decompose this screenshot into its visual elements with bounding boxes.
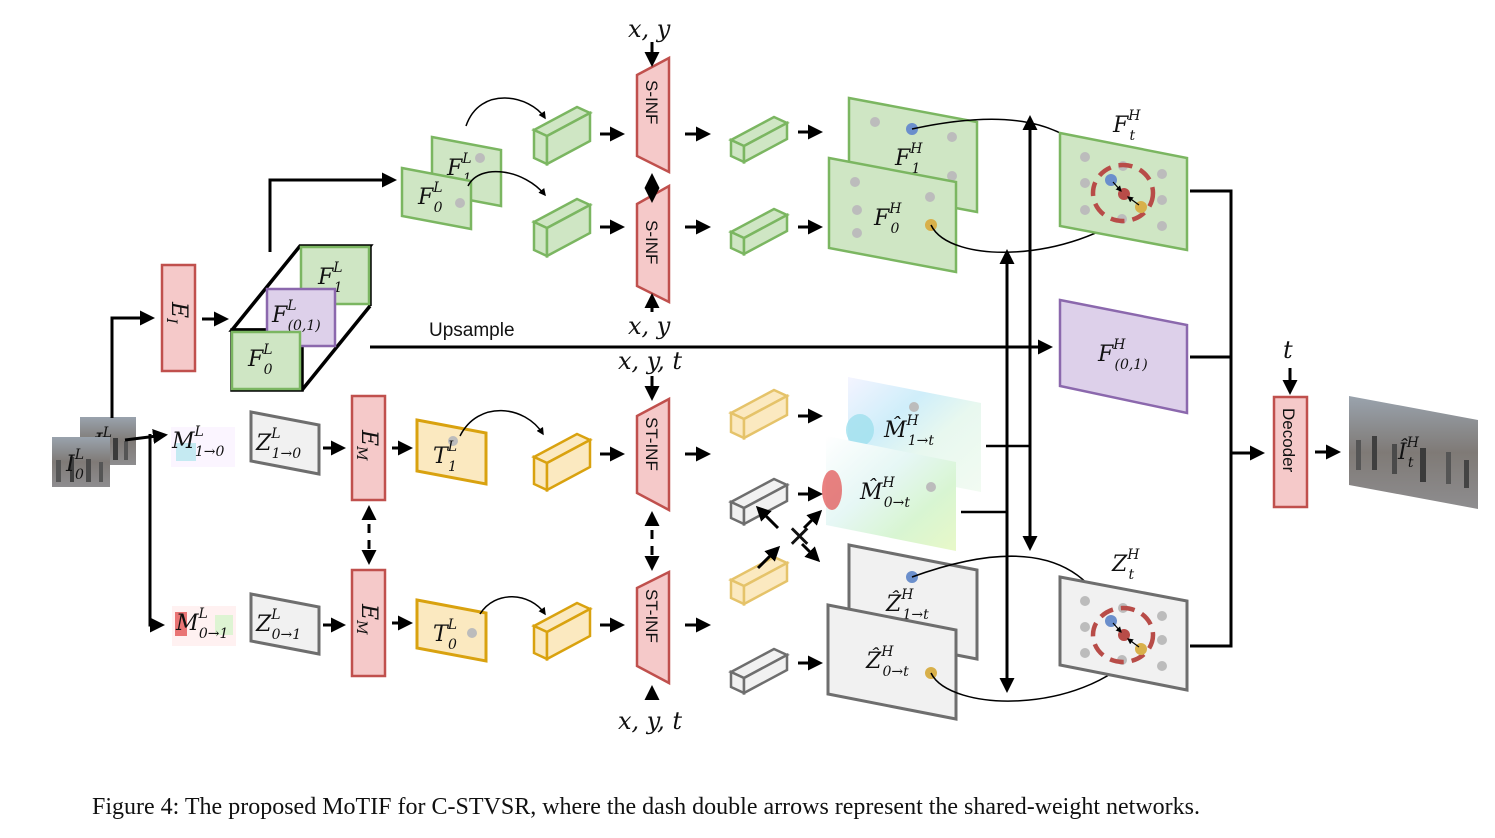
encoder-ei: EI (160, 263, 197, 373)
stinf-bottom: ST-INF (635, 569, 671, 686)
orange-cuboid-1 (531, 432, 593, 493)
svg-text:S-INF: S-INF (642, 220, 661, 264)
out-cuboid-orange-2 (728, 555, 790, 607)
svg-text:EM: EM (353, 429, 381, 461)
svg-text:TL1: TL1 (433, 439, 457, 475)
arrow-input-to-ei (110, 310, 155, 418)
svg-text:FH1: FH1 (894, 141, 923, 177)
coords-xy-mid: x, y (628, 312, 671, 340)
svg-text:FH0: FH0 (873, 201, 902, 237)
cross-arrow-1 (755, 505, 780, 530)
stinf-top: ST-INF (635, 396, 671, 513)
coords-xy-top: x, y (628, 15, 671, 43)
svg-text:ST-INF: ST-INF (642, 417, 661, 471)
sinf-bottom: S-INF (635, 183, 671, 305)
figure-caption: Figure 4: The proposed MoTIF for C-STVSR… (92, 794, 1200, 820)
sinf-top: S-INF (635, 55, 671, 175)
feature-cuboid-after-sinf-1 (728, 115, 790, 165)
svg-text:FL0: FL0 (417, 180, 443, 216)
svg-text:ZL1→0: ZL1→0 (255, 426, 301, 462)
svg-text:Decoder: Decoder (1279, 408, 1298, 473)
arrow-input-to-m01 (148, 434, 165, 633)
svg-text:S-INF: S-INF (642, 80, 661, 124)
coords-xyt-mid: x, y, t (618, 347, 682, 375)
svg-text:M̂H1→t: M̂H1→t (883, 413, 934, 449)
svg-text:EI: EI (163, 301, 191, 324)
svg-text:FL(0,1): FL(0,1) (271, 298, 321, 334)
decoder: Decoder (1272, 395, 1309, 509)
svg-text:FHt: FHt (1112, 108, 1141, 144)
out-cuboid-gray-1 (728, 477, 790, 527)
plane-f01h: FH(0,1) (1058, 298, 1189, 415)
svg-text:ML1→0: ML1→0 (171, 424, 224, 460)
arrow-input-to-m10 (124, 429, 168, 444)
cross-arrow-4 (802, 509, 823, 530)
feature-cuboid-top2 (531, 197, 593, 259)
curve-t1-to-cube (459, 409, 544, 437)
svg-text:ST-INF: ST-INF (642, 589, 661, 643)
encoder-em-bottom: EM (350, 568, 387, 678)
svg-text:ZHt: ZHt (1111, 547, 1140, 583)
curve-t0-to-cube (479, 596, 546, 616)
time-t-label: t (1283, 336, 1293, 364)
encoder-em-top: EM (350, 394, 387, 502)
cross-arrow-2 (800, 542, 821, 563)
cross-arrow-3 (756, 545, 781, 570)
curve-f1l-to-cube (465, 97, 546, 127)
feature-cuboid-after-sinf-2 (728, 207, 790, 257)
out-cuboid-gray-2 (728, 647, 790, 696)
svg-text:ML0→1: ML0→1 (175, 606, 228, 642)
svg-text:M̂H0→t: M̂H0→t (859, 475, 910, 511)
out-cuboid-orange-1 (728, 388, 790, 441)
orange-cuboid-2 (531, 601, 593, 662)
svg-text:ZL0→1: ZL0→1 (255, 607, 301, 643)
merge-bracket (1190, 189, 1233, 648)
svg-text:TL0: TL0 (433, 617, 457, 653)
coords-xyt-bot: x, y, t (618, 707, 682, 735)
upsample-label: Upsample (429, 320, 515, 341)
svg-text:FH(0,1): FH(0,1) (1097, 337, 1148, 373)
svg-text:ẐH1→t: ẐH1→t (885, 587, 929, 623)
arrow-cube-to-top (268, 172, 397, 252)
svg-text:FL0: FL0 (247, 342, 273, 378)
svg-text:ÎHt: ÎHt (1397, 435, 1420, 471)
curve-f0l-to-cube (467, 170, 546, 197)
svg-text:EM: EM (353, 603, 381, 635)
svg-text:ẐH0→t: ẐH0→t (865, 644, 909, 680)
feature-cuboid-top1 (531, 105, 593, 167)
svg-text:FL1: FL1 (317, 260, 343, 296)
